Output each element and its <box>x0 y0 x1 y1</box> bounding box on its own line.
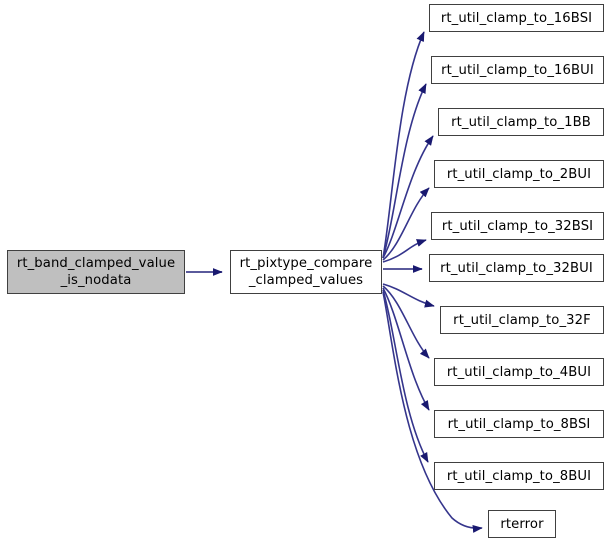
node-rt-band-clamped-value-is-nodata[interactable]: rt_band_clamped_value _is_nodata <box>7 250 185 294</box>
edge-hub-to-16BSI <box>382 31 425 259</box>
edge-hub-to-8BUI <box>382 289 429 463</box>
edge-hub-to-32F <box>382 283 435 308</box>
node-rt-util-clamp-to-1BB[interactable]: rt_util_clamp_to_1BB <box>438 108 604 136</box>
node-rt-util-clamp-to-32F[interactable]: rt_util_clamp_to_32F <box>440 306 604 334</box>
node-rt-util-clamp-to-8BSI[interactable]: rt_util_clamp_to_8BSI <box>434 410 604 438</box>
node-rt-util-clamp-to-32BUI[interactable]: rt_util_clamp_to_32BUI <box>429 254 604 282</box>
node-rt-util-clamp-to-2BUI[interactable]: rt_util_clamp_to_2BUI <box>434 160 604 188</box>
node-rt-util-clamp-to-32BSI[interactable]: rt_util_clamp_to_32BSI <box>431 212 604 240</box>
edge-hub-to-32BSI <box>382 239 427 263</box>
node-rt-util-clamp-to-16BUI[interactable]: rt_util_clamp_to_16BUI <box>431 56 604 84</box>
edge-hub-to-16BUI <box>382 83 427 259</box>
edge-hub-to-2BUI <box>382 187 430 261</box>
node-rt-util-clamp-to-16BSI[interactable]: rt_util_clamp_to_16BSI <box>429 4 604 32</box>
node-rterror[interactable]: rterror <box>488 510 556 538</box>
edge-hub-to-8BSI <box>382 287 430 411</box>
edge-hub-to-4BUI <box>382 285 430 359</box>
node-rt-pixtype-compare-clamped-values[interactable]: rt_pixtype_compare _clamped_values <box>230 250 382 294</box>
node-rt-util-clamp-to-8BUI[interactable]: rt_util_clamp_to_8BUI <box>434 462 604 490</box>
edge-hub-to-rterror <box>382 291 483 533</box>
edge-hub-to-1BB <box>382 135 434 259</box>
node-rt-util-clamp-to-4BUI[interactable]: rt_util_clamp_to_4BUI <box>434 358 604 386</box>
